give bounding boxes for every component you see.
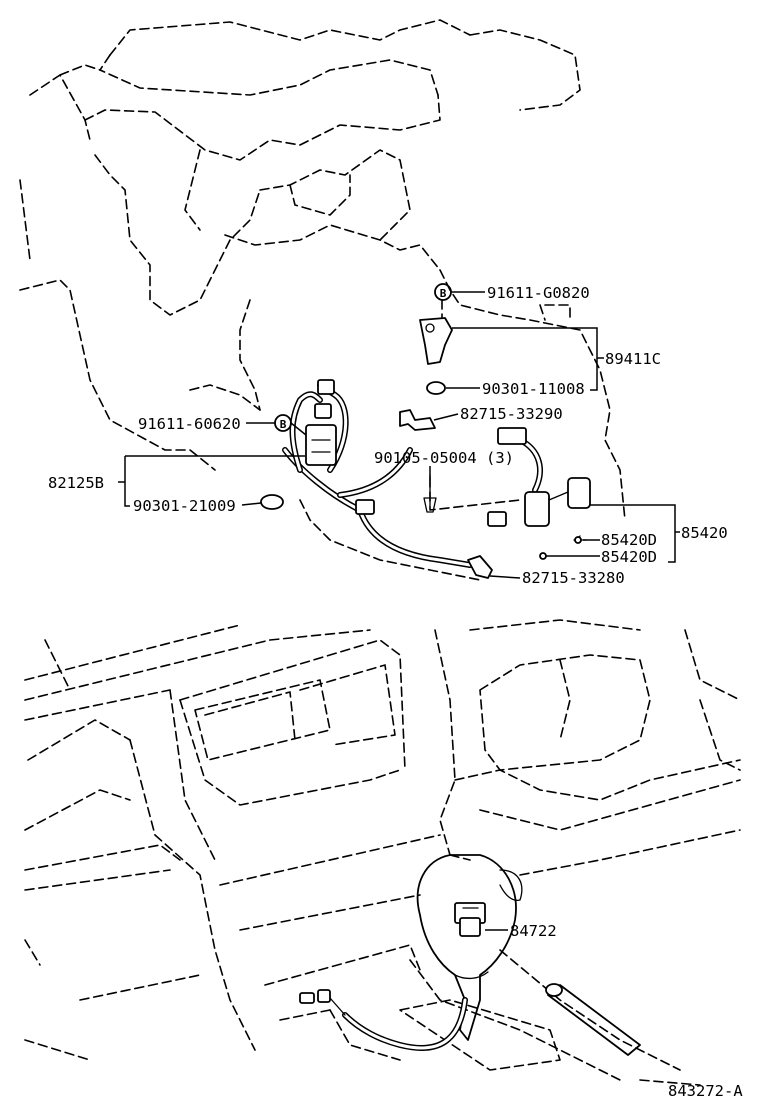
harness-clamp-33280 bbox=[467, 555, 493, 579]
switch-wire bbox=[299, 989, 468, 1051]
callout-b-upper: B bbox=[434, 283, 452, 301]
sensor-components bbox=[305, 379, 591, 527]
o-ring-washer-21009 bbox=[260, 494, 284, 510]
center-console-outline bbox=[24, 619, 741, 1086]
label-91611-60620: 91611-60620 bbox=[138, 415, 241, 433]
harness-clamp-33290 bbox=[399, 409, 436, 431]
label-90105-05004: 90105-05004 (3) bbox=[374, 449, 514, 467]
label-85420d-upper: 85420D bbox=[601, 531, 657, 549]
label-85420: 85420 bbox=[681, 524, 728, 542]
label-82125b: 82125B bbox=[48, 474, 104, 492]
svg-text:B: B bbox=[440, 287, 447, 300]
label-90301-11008: 90301-11008 bbox=[482, 380, 585, 398]
figure-reference-code: 843272-A bbox=[668, 1082, 743, 1100]
engine-outline bbox=[19, 19, 626, 581]
overdrive-switch bbox=[454, 902, 486, 937]
label-91611-g0820: 91611-G0820 bbox=[487, 284, 590, 302]
label-85420d-lower: 85420D bbox=[601, 548, 657, 566]
terminal-pins-85420d bbox=[539, 535, 587, 560]
label-82715-33290: 82715-33290 bbox=[460, 405, 563, 423]
svg-text:B: B bbox=[280, 418, 287, 431]
label-89411c: 89411C bbox=[605, 350, 661, 368]
label-90301-21009: 90301-21009 bbox=[133, 497, 236, 515]
shift-cable bbox=[545, 983, 641, 1056]
label-84722: 84722 bbox=[510, 922, 557, 940]
crank-position-sensor bbox=[419, 299, 453, 365]
label-82715-33280: 82715-33280 bbox=[522, 569, 625, 587]
callout-b-lower: B bbox=[274, 414, 292, 432]
o-ring-washer-11008 bbox=[426, 381, 446, 395]
shift-knob bbox=[416, 854, 523, 1041]
